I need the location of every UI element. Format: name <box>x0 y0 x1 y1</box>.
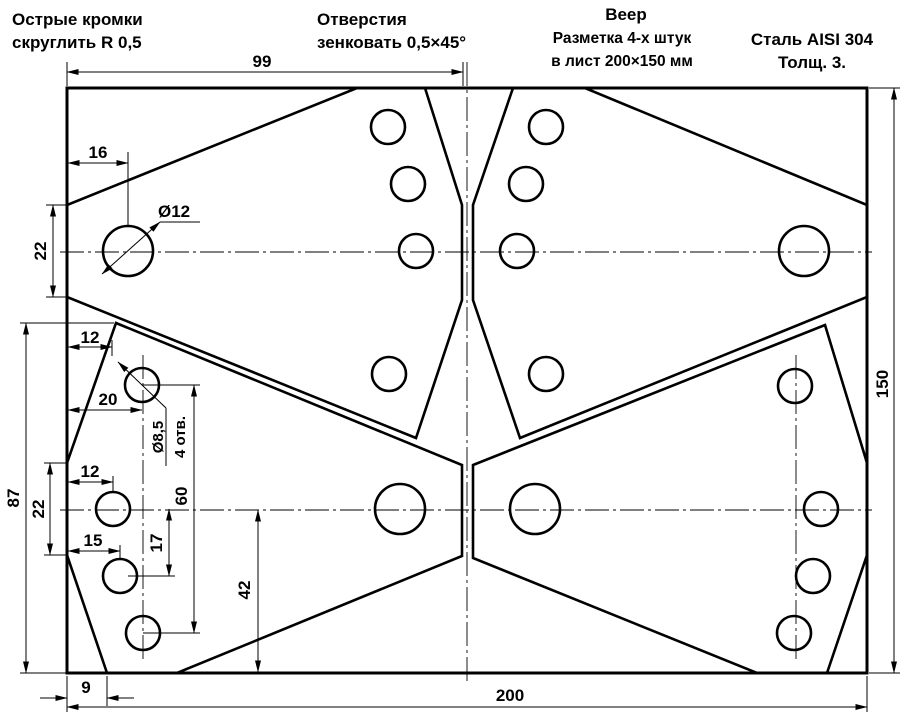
note-layout-line1: Разметка 4-х штук <box>553 30 692 47</box>
part-top-right <box>471 86 869 440</box>
hole-small <box>527 108 565 146</box>
hole-large-bottom-left <box>373 482 427 536</box>
dim-diameter-12: Ø12 <box>158 202 190 221</box>
dim-60: 60 <box>172 487 191 506</box>
hole-small <box>527 355 565 393</box>
note-4-holes: 4 отв. <box>172 416 189 458</box>
hole-small <box>397 232 435 270</box>
dim-200: 200 <box>496 686 524 705</box>
hole-small <box>370 355 408 393</box>
note-edges-line2: скруглить R 0,5 <box>12 33 142 52</box>
note-material-line2: Толщ. 3. <box>778 53 846 72</box>
dim-42: 42 <box>235 581 254 600</box>
hole-large-bottom-right <box>508 482 562 536</box>
hole-small <box>776 367 814 405</box>
dim-9: 9 <box>81 678 90 697</box>
hole-small <box>507 165 545 203</box>
hole-small <box>498 232 536 270</box>
hole-small <box>369 108 407 146</box>
note-material-line1: Сталь AISI 304 <box>751 30 874 49</box>
dim-diameter-8-5: Ø8,5 <box>150 421 167 454</box>
dim-12-lower: 12 <box>81 462 100 481</box>
drawing-title: Веер <box>605 5 647 24</box>
dim-99: 99 <box>253 52 272 71</box>
dim-150: 150 <box>873 370 892 398</box>
part-top-left <box>65 86 464 440</box>
note-holes-line2: зенковать 0,5×45° <box>317 33 466 52</box>
hole-small <box>94 490 132 528</box>
note-layout-line2: в лист 200×150 мм <box>551 53 693 70</box>
hole-small <box>794 557 832 595</box>
dim-87: 87 <box>4 489 23 508</box>
hole-small <box>802 490 840 528</box>
dim-17: 17 <box>147 534 166 553</box>
dim-20: 20 <box>99 390 118 409</box>
part-bottom-right <box>471 323 869 675</box>
note-holes-line1: Отверстия <box>317 10 407 29</box>
dim-12-upper: 12 <box>81 328 100 347</box>
hole-small <box>389 165 427 203</box>
part-bottom-left <box>65 321 464 675</box>
dim-22-bottom: 22 <box>29 500 48 519</box>
dim-22-top: 22 <box>31 242 50 261</box>
dim-16: 16 <box>89 143 108 162</box>
hole-small <box>775 614 813 652</box>
hole-large-top-right <box>777 224 831 278</box>
note-edges-line1: Острые кромки <box>12 10 143 29</box>
dim-15: 15 <box>84 531 103 550</box>
